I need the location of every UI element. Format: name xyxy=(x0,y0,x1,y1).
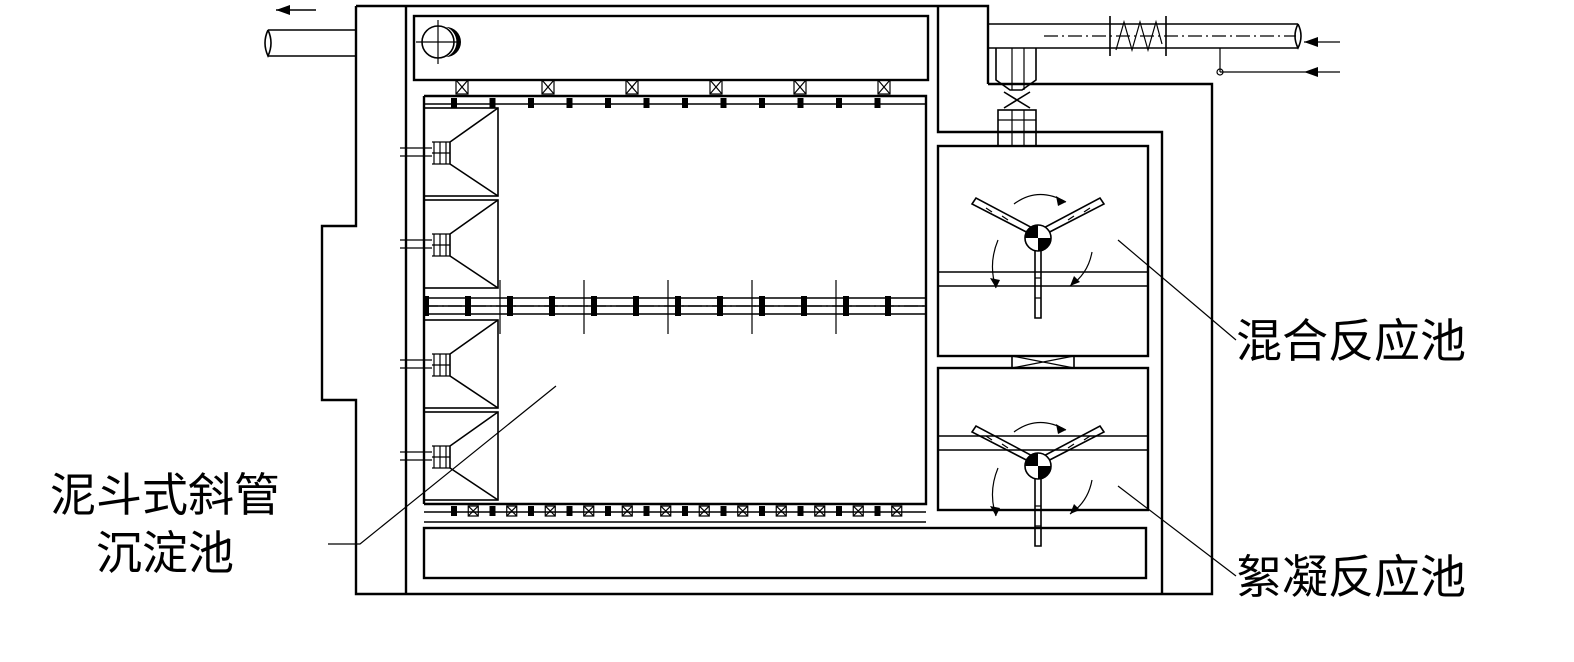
sludge-hoppers xyxy=(400,107,499,501)
top-perforated-pipe xyxy=(451,98,881,108)
pipe-joint xyxy=(465,296,471,316)
valve-icon xyxy=(775,505,787,517)
pipe-joint xyxy=(759,296,765,316)
pipe-joint xyxy=(566,506,573,516)
label-settling-line1: 泥斗式斜管 xyxy=(50,468,280,522)
pipe-joint xyxy=(759,98,765,108)
pipe-joint xyxy=(797,98,804,108)
settling-chamber xyxy=(422,94,928,523)
valve-icon xyxy=(793,79,807,95)
pipe-joint xyxy=(720,98,727,108)
pipe-joint xyxy=(682,98,688,108)
pipe-joint xyxy=(591,296,597,316)
pipe-joint xyxy=(843,296,849,316)
mixer-impeller xyxy=(970,193,1106,319)
pipe-joint xyxy=(507,296,513,316)
valve-icon xyxy=(621,505,633,517)
pipe-joint xyxy=(528,98,534,108)
valve-icon xyxy=(852,505,864,517)
pipe-joint xyxy=(451,506,457,516)
pipe-joint xyxy=(682,506,688,516)
pipe-joint xyxy=(717,296,723,316)
pipe-joint xyxy=(633,296,639,316)
valve-icon xyxy=(737,505,749,517)
bottom-channel xyxy=(422,526,1148,580)
pipe-joint xyxy=(759,506,765,516)
pipe-joint xyxy=(675,296,681,316)
valve-icon xyxy=(709,79,723,95)
label-flocculation-tank: 絮凝反应池 xyxy=(1236,550,1466,604)
pipe-joint xyxy=(836,506,842,516)
sludge-hopper xyxy=(400,411,499,501)
collection-channel xyxy=(412,14,930,82)
valve-icon xyxy=(583,505,595,517)
sludge-hopper xyxy=(400,199,499,289)
pipe-joint xyxy=(423,296,429,316)
pipe-joint xyxy=(885,296,891,316)
valve-icon xyxy=(877,79,891,95)
pipe-joint xyxy=(489,506,496,516)
pipe-joint xyxy=(566,98,573,108)
pipe-joint xyxy=(489,98,496,108)
pipe-joint xyxy=(874,98,881,108)
pipe-joint xyxy=(549,296,555,316)
label-settling-line2: 沉淀池 xyxy=(96,526,234,580)
pipe-joint xyxy=(605,506,611,516)
valve-icon xyxy=(455,79,469,95)
pipe-joint xyxy=(801,296,807,316)
pipe-joint xyxy=(720,506,727,516)
valve-icon xyxy=(891,505,903,517)
inlet-pipe xyxy=(988,16,1340,147)
bottom-sludge-pipe xyxy=(451,505,903,517)
collection-valves xyxy=(455,79,891,95)
pipe-joint xyxy=(836,98,842,108)
valve-icon xyxy=(544,505,556,517)
valve-icon xyxy=(506,505,518,517)
outlet-pipe xyxy=(264,5,356,58)
outer-tank-wall xyxy=(320,4,1214,596)
label-mixing-tank: 混合反应池 xyxy=(1236,314,1466,368)
middle-distribution-pipe xyxy=(423,280,891,334)
valve-icon xyxy=(660,505,672,517)
label-settling-tank: 泥斗式斜管 沉淀池 xyxy=(0,466,330,582)
pipe-joint xyxy=(528,506,534,516)
pipe-joint xyxy=(874,506,881,516)
reaction-tanks xyxy=(936,144,1150,512)
pipe-joint xyxy=(643,506,650,516)
leader-line-settling xyxy=(328,385,557,545)
flocculator-impeller xyxy=(970,421,1106,547)
pipe-joint xyxy=(605,98,611,108)
valve-icon xyxy=(541,79,555,95)
pipe-joint xyxy=(451,98,457,108)
valve-icon xyxy=(467,505,479,517)
sludge-hopper xyxy=(400,319,499,409)
valve-icon xyxy=(698,505,710,517)
leader-line-flocculation xyxy=(1117,485,1237,577)
pipe-joint xyxy=(797,506,804,516)
pipe-joint xyxy=(643,98,650,108)
leader-line-mixing xyxy=(1117,239,1237,341)
valve-icon xyxy=(625,79,639,95)
sludge-hopper xyxy=(400,107,499,197)
valve-icon xyxy=(814,505,826,517)
